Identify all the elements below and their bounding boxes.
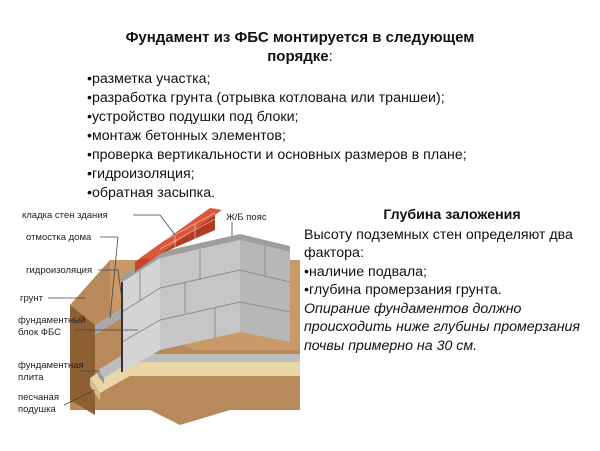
title-colon: :	[328, 48, 333, 65]
label-slab-1: фундаментная	[18, 360, 84, 371]
fbs-wall-right	[240, 240, 290, 342]
label-belt: Ж/Б пояс	[226, 212, 267, 223]
foundation-slab	[98, 354, 300, 378]
step-item: •устройство подушки под блоки;	[87, 109, 299, 125]
sand-cushion	[90, 360, 300, 393]
step-item: •обратная засыпка.	[87, 185, 216, 201]
fbs-wall-back	[160, 240, 240, 350]
brick-joints	[159, 212, 216, 250]
depth-intro: Высоту подземных стен определяют два фак…	[304, 226, 573, 262]
step-item: •проверка вертикальности и основных разм…	[87, 147, 467, 163]
steps-list: •разметка участка; •разработка грунта (о…	[87, 70, 467, 203]
label-waterproofing: гидроизоляция	[26, 265, 92, 276]
page-title: Фундамент из ФБС монтируется в следующем…	[120, 28, 480, 66]
foundation-slab-front	[98, 370, 104, 384]
depth-factor-item: •глубина промерзания грунта.	[304, 282, 502, 298]
block-joints	[121, 246, 291, 343]
sand-cushion-front	[90, 378, 100, 401]
label-masonry: кладка стен здания	[22, 210, 108, 221]
label-sand-2: подушка	[18, 404, 56, 415]
brick-masonry-top	[140, 208, 222, 260]
label-blind-area: отмостка дома	[26, 232, 92, 243]
depth-factor-item: •наличие подвала;	[304, 263, 427, 280]
label-soil: грунт	[20, 293, 44, 304]
depth-note: Опирание фундаментов должно происходить …	[304, 300, 581, 354]
label-block-1: фундаментный	[18, 315, 85, 326]
soil-mass-front	[70, 305, 95, 415]
depth-section: Глубина заложения Высоту подземных стен …	[304, 206, 600, 355]
depth-factors: •наличие подвала; •глубина промерзания г…	[304, 263, 600, 300]
label-block-2: блок ФБС	[18, 327, 61, 338]
title-line-1: Фундамент из ФБС монтируется в следующем	[125, 29, 475, 46]
label-sand-1: песчаная	[18, 392, 59, 403]
step-item: •разработка грунта (отрывка котлована ил…	[87, 90, 445, 106]
concrete-belt	[122, 234, 290, 282]
step-item: •монтаж бетонных элементов;	[87, 128, 286, 144]
label-slab-2: плита	[18, 372, 44, 383]
step-item: •разметка участка;	[87, 71, 211, 87]
step-item: •гидроизоляция;	[87, 166, 195, 182]
fbs-wall-side	[122, 258, 160, 372]
foundation-diagram: кладка стен здания отмостка дома гидроиз…	[18, 208, 300, 425]
depth-title: Глубина заложения	[383, 207, 521, 223]
blind-area-slab	[95, 308, 122, 335]
leader-lines	[48, 214, 233, 406]
title-line-2: порядке	[267, 48, 329, 65]
